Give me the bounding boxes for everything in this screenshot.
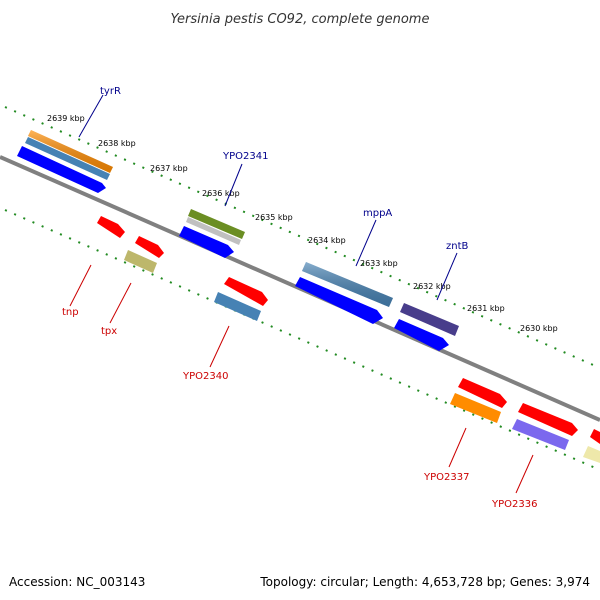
leader-line-YPO2337: [448, 427, 467, 468]
feature-cds-blue-2[interactable]: [179, 226, 234, 258]
genome-backbone: [0, 155, 600, 422]
leader-line-tnp: [69, 264, 92, 307]
feature-red-5[interactable]: [518, 403, 578, 436]
feature-red-3[interactable]: [224, 277, 268, 306]
feature-steelblue-1[interactable]: [25, 137, 110, 180]
gene-label-YPO2340[interactable]: YPO2340: [182, 371, 228, 382]
feature-mediumslate[interactable]: [512, 419, 569, 450]
kbp-tick-label: 2630 kbp: [520, 324, 558, 333]
kbp-tick-label: 2633 kbp: [360, 259, 398, 268]
lower-tick-track: [4, 209, 600, 471]
feature-red-6[interactable]: [590, 429, 600, 444]
gene-label-tyrR[interactable]: tyrR: [100, 86, 121, 97]
feature-red-1[interactable]: [97, 216, 125, 238]
leader-line-YPO2341: [224, 163, 243, 207]
gene-label-YPO2341[interactable]: YPO2341: [222, 151, 268, 162]
feature-tpx-khaki[interactable]: [124, 250, 157, 273]
gene-label-zntB[interactable]: zntB: [446, 241, 469, 252]
kbp-tick-label: 2638 kbp: [98, 139, 136, 148]
kbp-tick-label: 2636 kbp: [202, 189, 240, 198]
kbp-tick-label: 2635 kbp: [255, 213, 293, 222]
kbp-tick-label: 2631 kbp: [467, 304, 505, 313]
gene-label-mppA[interactable]: mppA: [363, 208, 392, 219]
leader-line-YPO2340: [209, 325, 230, 368]
kbp-tick-label: 2632 kbp: [413, 282, 451, 291]
feature-cds-blue-3[interactable]: [295, 277, 383, 324]
kbp-tick-label: 2634 kbp: [308, 236, 346, 245]
gene-label-YPO2337[interactable]: YPO2337: [423, 472, 469, 483]
feature-zntB-darkslate[interactable]: [400, 303, 459, 336]
feature-paleyellow[interactable]: [583, 446, 600, 463]
feature-olive[interactable]: [188, 209, 245, 239]
topology-text: Topology: circular; Length: 4,653,728 bp…: [260, 575, 590, 589]
leader-line-zntB: [436, 252, 458, 301]
feature-red-2[interactable]: [135, 236, 164, 258]
feature-cds-blue-1[interactable]: [17, 146, 106, 193]
leader-line-tyrR: [78, 94, 104, 138]
kbp-tick-label: 2639 kbp: [47, 114, 85, 123]
gene-label-YPO2336[interactable]: YPO2336: [491, 499, 537, 510]
leader-line-tpx: [109, 282, 132, 324]
feature-cds-blue-4[interactable]: [394, 319, 449, 351]
feature-tyrR-orange[interactable]: [28, 130, 113, 173]
feature-red-4[interactable]: [458, 378, 507, 408]
feature-silver[interactable]: [186, 217, 241, 245]
kbp-tick-label: 2637 kbp: [150, 164, 188, 173]
feature-mppA-steelblue[interactable]: [302, 262, 393, 307]
accession-text: Accession: NC_003143: [9, 575, 146, 589]
feature-steelblue-2[interactable]: [214, 292, 261, 321]
gene-label-tpx[interactable]: tpx: [101, 326, 117, 337]
upper-tick-track: [4, 106, 600, 369]
leader-line-YPO2336: [515, 454, 534, 494]
leader-line-mppA: [355, 219, 377, 267]
feature-orange-2[interactable]: [450, 393, 501, 423]
map-title: Yersinia pestis CO92, complete genome: [171, 12, 430, 27]
gene-label-tnp[interactable]: tnp: [62, 307, 79, 318]
